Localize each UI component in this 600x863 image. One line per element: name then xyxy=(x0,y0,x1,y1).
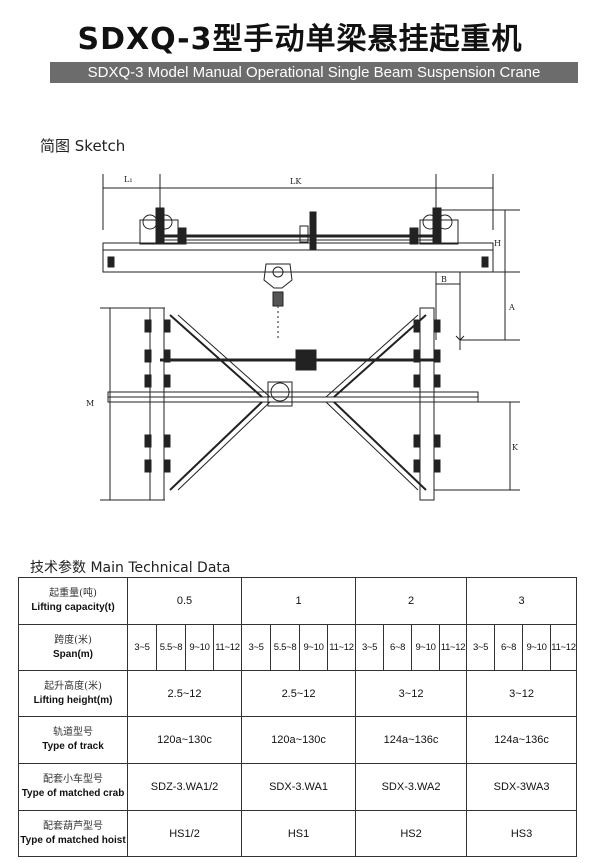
crab-value: SDZ-3.WA1/2 xyxy=(126,763,243,811)
technical-data-heading: 技术参数 Main Technical Data xyxy=(30,560,231,576)
track-value: 124a~136c xyxy=(355,716,468,764)
table-row-track: 轨道型号 Type of track 120a~130c 120a~130c 1… xyxy=(18,716,578,764)
table-row-span: 跨度(米) Span(m) 3~5 5.5~8 9~10 11~12 3~5 5… xyxy=(18,624,578,671)
span-value: 11~12 xyxy=(327,624,357,671)
crab-value: SDX-3.WA1 xyxy=(241,763,357,811)
label-track-en: Type of track xyxy=(42,741,104,752)
label-hoist-cn: 配套葫芦型号 xyxy=(43,820,103,832)
label-hoist-en: Type of matched hoist xyxy=(20,834,126,846)
span-value: 9~10 xyxy=(522,624,552,671)
span-value: 11~12 xyxy=(212,624,243,671)
track-value: 120a~130c xyxy=(126,716,243,764)
span-value: 6~8 xyxy=(494,624,524,671)
technical-data-table: 起重量(吨) Lifting capacity(t) 0.5 1 2 3 跨度(… xyxy=(18,577,578,857)
track-value: 124a~136c xyxy=(466,716,578,764)
dim-b-label: B xyxy=(441,275,447,284)
table-row-capacity: 起重量(吨) Lifting capacity(t) 0.5 1 2 3 xyxy=(18,577,578,625)
dim-h-label: H xyxy=(494,239,501,248)
hoist-value: HS3 xyxy=(466,810,578,857)
page-title: SDXQ-3型手动单梁悬挂起重机 xyxy=(77,22,523,57)
height-value: 3~12 xyxy=(355,670,468,717)
span-value: 9~10 xyxy=(185,624,214,671)
hoist-value: HS1/2 xyxy=(126,810,243,857)
label-capacity-en: Lifting capacity(t) xyxy=(31,602,115,613)
label-capacity-cn: 起重量(吨) xyxy=(49,588,97,599)
label-span-en: Span(m) xyxy=(53,648,93,660)
span-value: 3~5 xyxy=(241,624,272,671)
crane-sketch-drawing: L₁ LK H B A M K xyxy=(86,174,520,501)
dim-m-label: M xyxy=(86,399,94,408)
span-value: 11~12 xyxy=(550,624,578,671)
label-span-cn: 跨度(米) xyxy=(54,634,92,646)
capacity-value: 0.5 xyxy=(126,577,243,625)
capacity-value: 3 xyxy=(466,577,578,625)
table-row-hoist: 配套葫芦型号 Type of matched hoist HS1/2 HS1 H… xyxy=(18,810,578,857)
table-row-height: 起升高度(米) Lifting height(m) 2.5~12 2.5~12 … xyxy=(18,670,578,717)
page-subtitle: SDXQ-3 Model Manual Operational Single B… xyxy=(50,62,578,83)
span-value: 3~5 xyxy=(127,624,157,671)
hoist-value: HS2 xyxy=(355,810,468,857)
span-value: 9~10 xyxy=(411,624,441,671)
label-capacity: 起重量(吨) Lifting capacity(t) xyxy=(18,577,128,625)
crab-value: SDX-3WA3 xyxy=(466,763,578,811)
capacity-value: 2 xyxy=(355,577,468,625)
dim-l1-label: L₁ xyxy=(124,175,133,184)
span-value: 11~12 xyxy=(439,624,468,671)
span-value: 6~8 xyxy=(383,624,413,671)
height-value: 3~12 xyxy=(466,670,578,717)
label-height: 起升高度(米) Lifting height(m) xyxy=(18,670,128,717)
capacity-value: 1 xyxy=(241,577,357,625)
crab-value: SDX-3.WA2 xyxy=(355,763,468,811)
span-value: 5.5~8 xyxy=(270,624,301,671)
sketch-heading: 简图 Sketch xyxy=(40,137,126,155)
label-crab: 配套小车型号 Type of matched crab xyxy=(18,763,128,811)
label-track: 轨道型号 Type of track xyxy=(18,716,128,764)
label-height-cn: 起升高度(米) xyxy=(44,680,102,692)
hoist-value: HS1 xyxy=(241,810,357,857)
height-value: 2.5~12 xyxy=(126,670,243,717)
label-height-en: Lifting height(m) xyxy=(33,694,113,706)
span-value: 5.5~8 xyxy=(156,624,186,671)
dim-a-label: A xyxy=(508,303,515,312)
dim-lk-label: LK xyxy=(290,177,302,186)
span-value: 3~5 xyxy=(355,624,385,671)
label-hoist: 配套葫芦型号 Type of matched hoist xyxy=(18,810,128,857)
span-value: 9~10 xyxy=(299,624,329,671)
label-track-cn: 轨道型号 xyxy=(53,727,93,738)
table-row-crab: 配套小车型号 Type of matched crab SDZ-3.WA1/2 … xyxy=(18,763,578,811)
label-span: 跨度(米) Span(m) xyxy=(18,624,128,671)
height-value: 2.5~12 xyxy=(241,670,357,717)
label-crab-cn: 配套小车型号 xyxy=(43,774,103,785)
label-crab-en: Type of matched crab xyxy=(21,788,125,799)
dim-k-label: K xyxy=(512,443,519,452)
span-value: 3~5 xyxy=(466,624,496,671)
track-value: 120a~130c xyxy=(241,716,357,764)
